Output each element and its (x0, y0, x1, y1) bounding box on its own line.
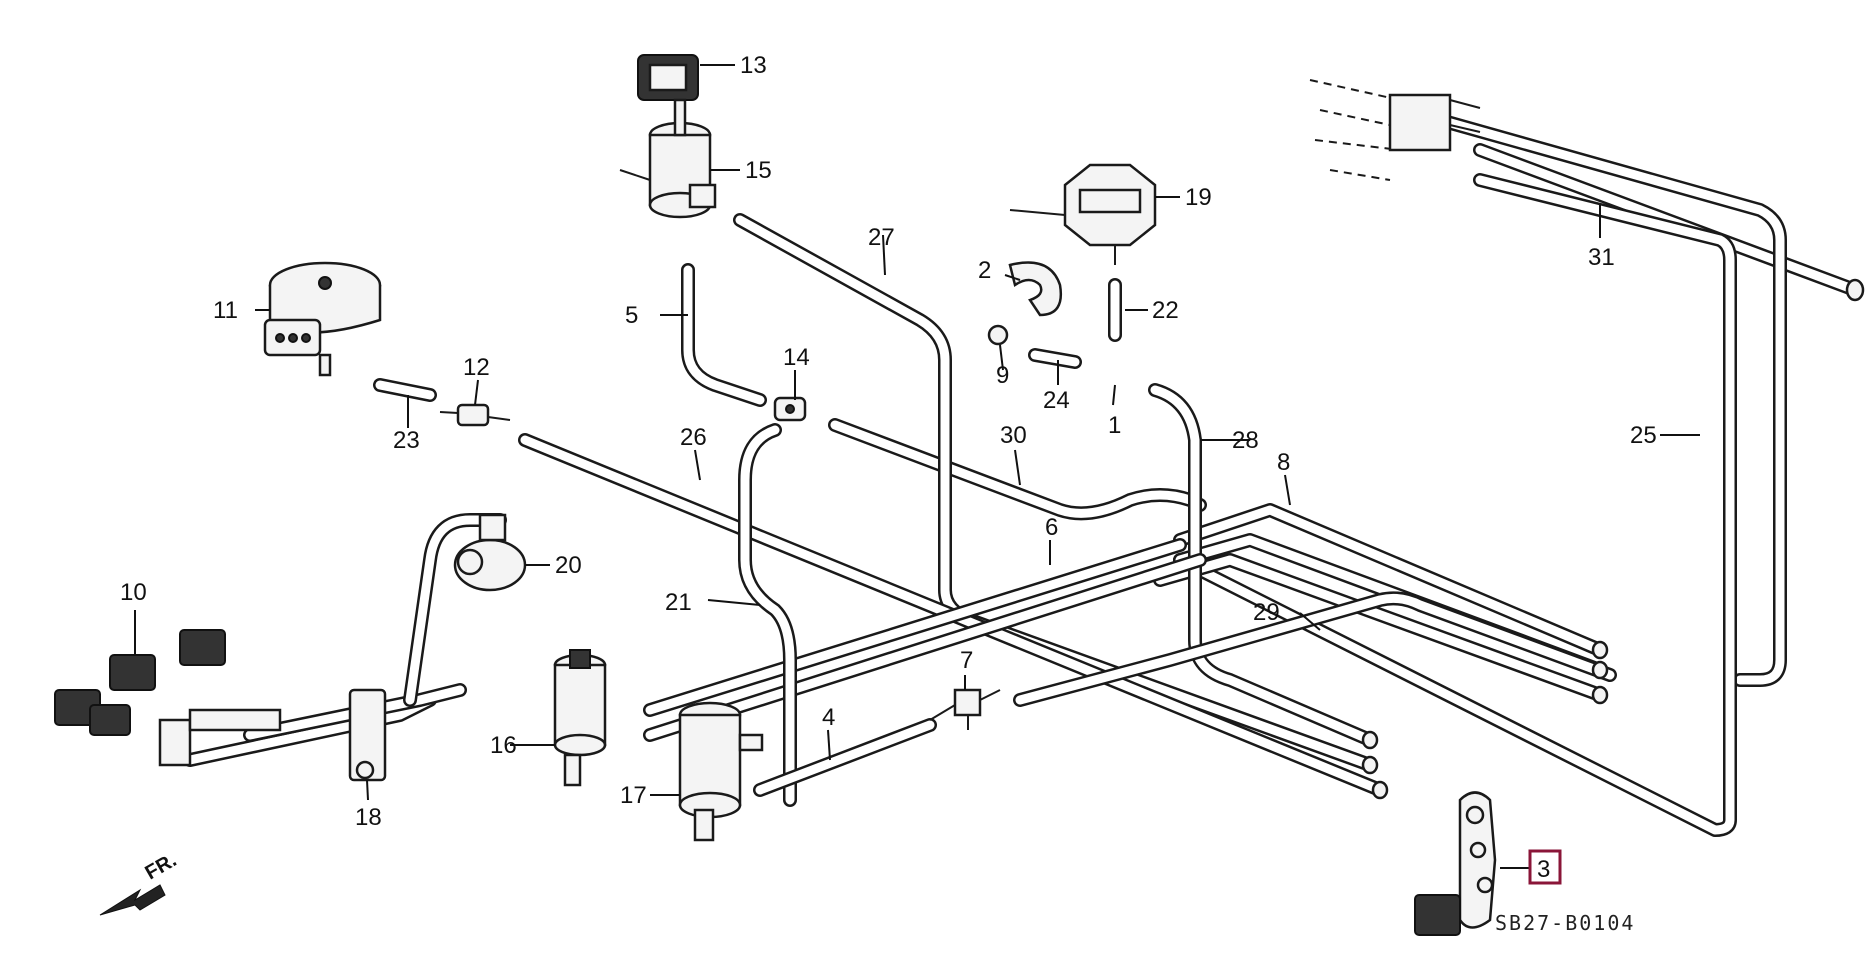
callout-7[interactable]: 7 (960, 647, 973, 674)
callout-4[interactable]: 4 (822, 704, 835, 731)
callout-9[interactable]: 9 (996, 362, 1009, 389)
sensor-19[interactable] (1009, 163, 1157, 265)
solenoid-valve-15[interactable] (619, 98, 717, 219)
callout-26[interactable]: 26 (680, 424, 707, 451)
callout-28[interactable]: 28 (1232, 427, 1259, 454)
callout-labels: 1 2 3 4 5 6 7 8 9 10 11 12 13 14 15 16 1… (120, 52, 1657, 883)
clamp-2[interactable] (1008, 261, 1063, 317)
hose-23[interactable] (373, 378, 437, 402)
callout-29[interactable]: 29 (1253, 599, 1280, 626)
callout-31[interactable]: 31 (1588, 244, 1615, 271)
callout-2[interactable]: 2 (978, 257, 991, 284)
callout-3[interactable]: 3 (1537, 856, 1550, 883)
callout-18[interactable]: 18 (355, 804, 382, 831)
sensor-11[interactable] (263, 261, 382, 377)
hose-24[interactable] (1028, 348, 1082, 369)
t-joint-7[interactable] (929, 688, 1001, 730)
callout-24[interactable]: 24 (1043, 387, 1070, 414)
callout-30[interactable]: 30 (1000, 422, 1027, 449)
callout-13[interactable]: 13 (740, 52, 767, 79)
callout-11[interactable]: 11 (213, 297, 238, 324)
highlighted-callout-box (1528, 849, 1562, 885)
connectors-10[interactable] (54, 629, 282, 767)
front-direction-label: FR. (142, 849, 181, 884)
bracket-18[interactable] (348, 688, 387, 782)
diagram-code: SB27-B0104 (1495, 911, 1635, 935)
plug-9[interactable] (987, 324, 1009, 346)
callout-22[interactable]: 22 (1152, 297, 1179, 324)
filter-12[interactable] (439, 403, 511, 427)
solenoid-valve-17[interactable] (678, 701, 764, 842)
leader-lines (134, 64, 1700, 869)
callout-16[interactable]: 16 (490, 732, 517, 759)
callout-12[interactable]: 12 (463, 354, 490, 381)
hose-bundle (183, 113, 1862, 837)
callout-19[interactable]: 19 (1185, 184, 1212, 211)
callout-17[interactable]: 17 (620, 782, 647, 809)
connector-13[interactable] (637, 54, 699, 101)
callout-25[interactable]: 25 (1630, 422, 1657, 449)
callout-27[interactable]: 27 (868, 224, 895, 251)
callout-8[interactable]: 8 (1277, 449, 1290, 476)
callout-1[interactable]: 1 (1108, 412, 1121, 439)
bracket-3[interactable] (1414, 791, 1497, 936)
callout-5[interactable]: 5 (625, 302, 638, 329)
solenoid-valve-16[interactable] (553, 649, 607, 787)
callout-20[interactable]: 20 (555, 552, 582, 579)
callout-21[interactable]: 21 (665, 589, 692, 616)
callout-6[interactable]: 6 (1045, 514, 1058, 541)
front-direction-arrow (99, 884, 166, 916)
callout-14[interactable]: 14 (783, 344, 810, 371)
callout-10[interactable]: 10 (120, 579, 147, 606)
callout-23[interactable]: 23 (393, 427, 420, 454)
callout-15[interactable]: 15 (745, 157, 772, 184)
valve-20[interactable] (453, 513, 527, 592)
hose-ends (1361, 278, 1865, 800)
frame-outline (1309, 79, 1481, 181)
check-valve-14[interactable] (773, 396, 807, 422)
